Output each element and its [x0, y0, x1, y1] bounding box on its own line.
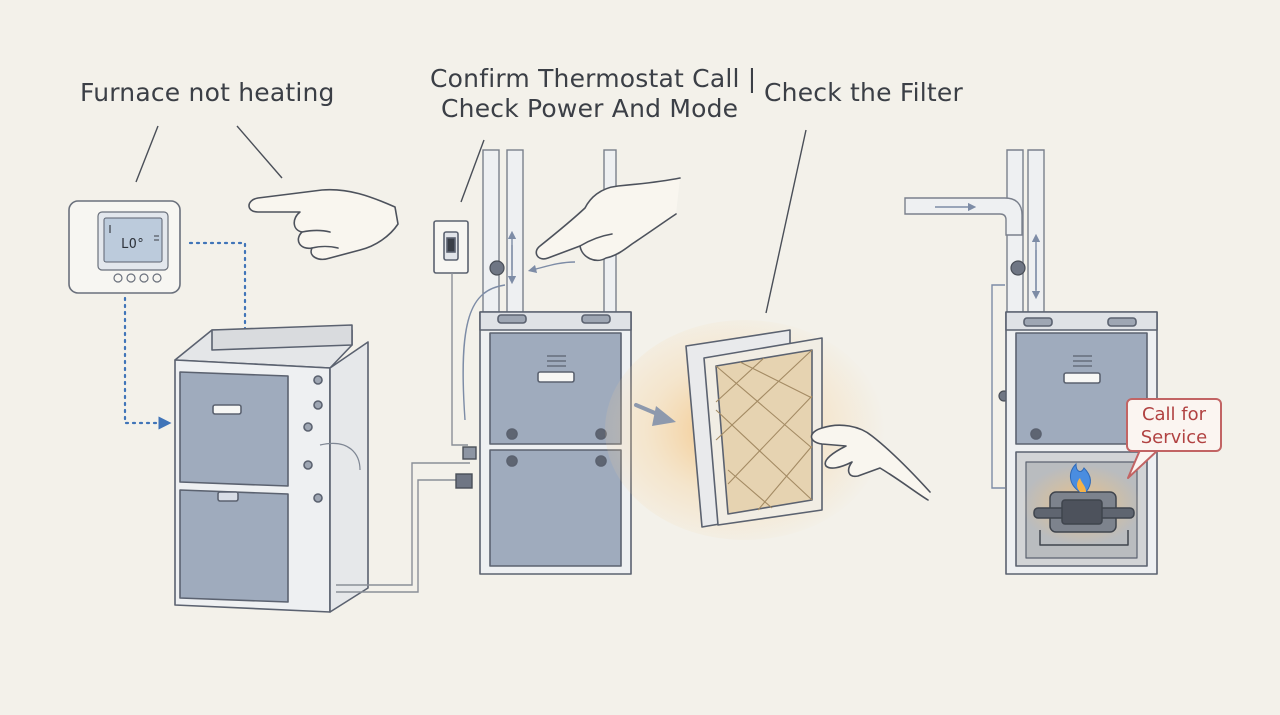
burner-assembly [1033, 491, 1135, 546]
leader-lines [135, 125, 807, 314]
callout-line-2: Service [1140, 427, 1208, 448]
callout-line-1: Call for [1141, 404, 1207, 425]
step-label-check-power-mode: Check Power And Mode [441, 94, 739, 123]
call-for-service-callout: Call for Service [1126, 398, 1222, 452]
pointing-hand-1 [248, 188, 399, 261]
hand-holding-filter [810, 424, 931, 501]
connection-cable [336, 446, 477, 593]
power-switch [433, 220, 469, 274]
flame-icon [1070, 462, 1091, 493]
air-filter [685, 329, 823, 528]
thermostat-display: LO° [121, 237, 144, 252]
thermostat [68, 200, 181, 294]
furnace-2 [479, 311, 632, 575]
step-label-confirm-thermostat: Confirm Thermostat Call | [430, 64, 757, 93]
signal-lines [123, 241, 252, 430]
airflow-arrows-2 [462, 230, 576, 421]
step-label-furnace-not-heating: Furnace not heating [80, 78, 335, 107]
airflow-arrows-4 [935, 202, 1041, 489]
ducts-4 [904, 149, 1045, 326]
step-label-check-filter: Check the Filter [764, 78, 963, 107]
pointing-hand-2 [535, 177, 681, 262]
furnace-1 [174, 324, 369, 613]
airflow-arrow-3 [634, 403, 676, 426]
